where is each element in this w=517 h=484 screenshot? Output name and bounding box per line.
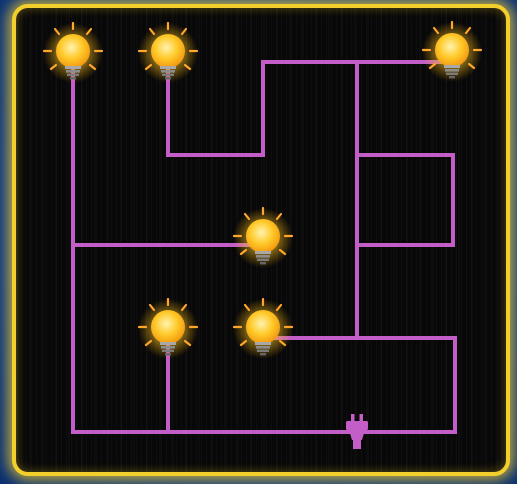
lightbulb-icon[interactable] <box>138 23 198 83</box>
lightbulb-icon[interactable] <box>422 22 482 82</box>
lightbulb-icon[interactable] <box>233 208 293 268</box>
lightbulb-icon[interactable] <box>43 23 103 83</box>
lightbulb-icon[interactable] <box>138 299 198 359</box>
lightbulb-icon[interactable] <box>233 299 293 359</box>
